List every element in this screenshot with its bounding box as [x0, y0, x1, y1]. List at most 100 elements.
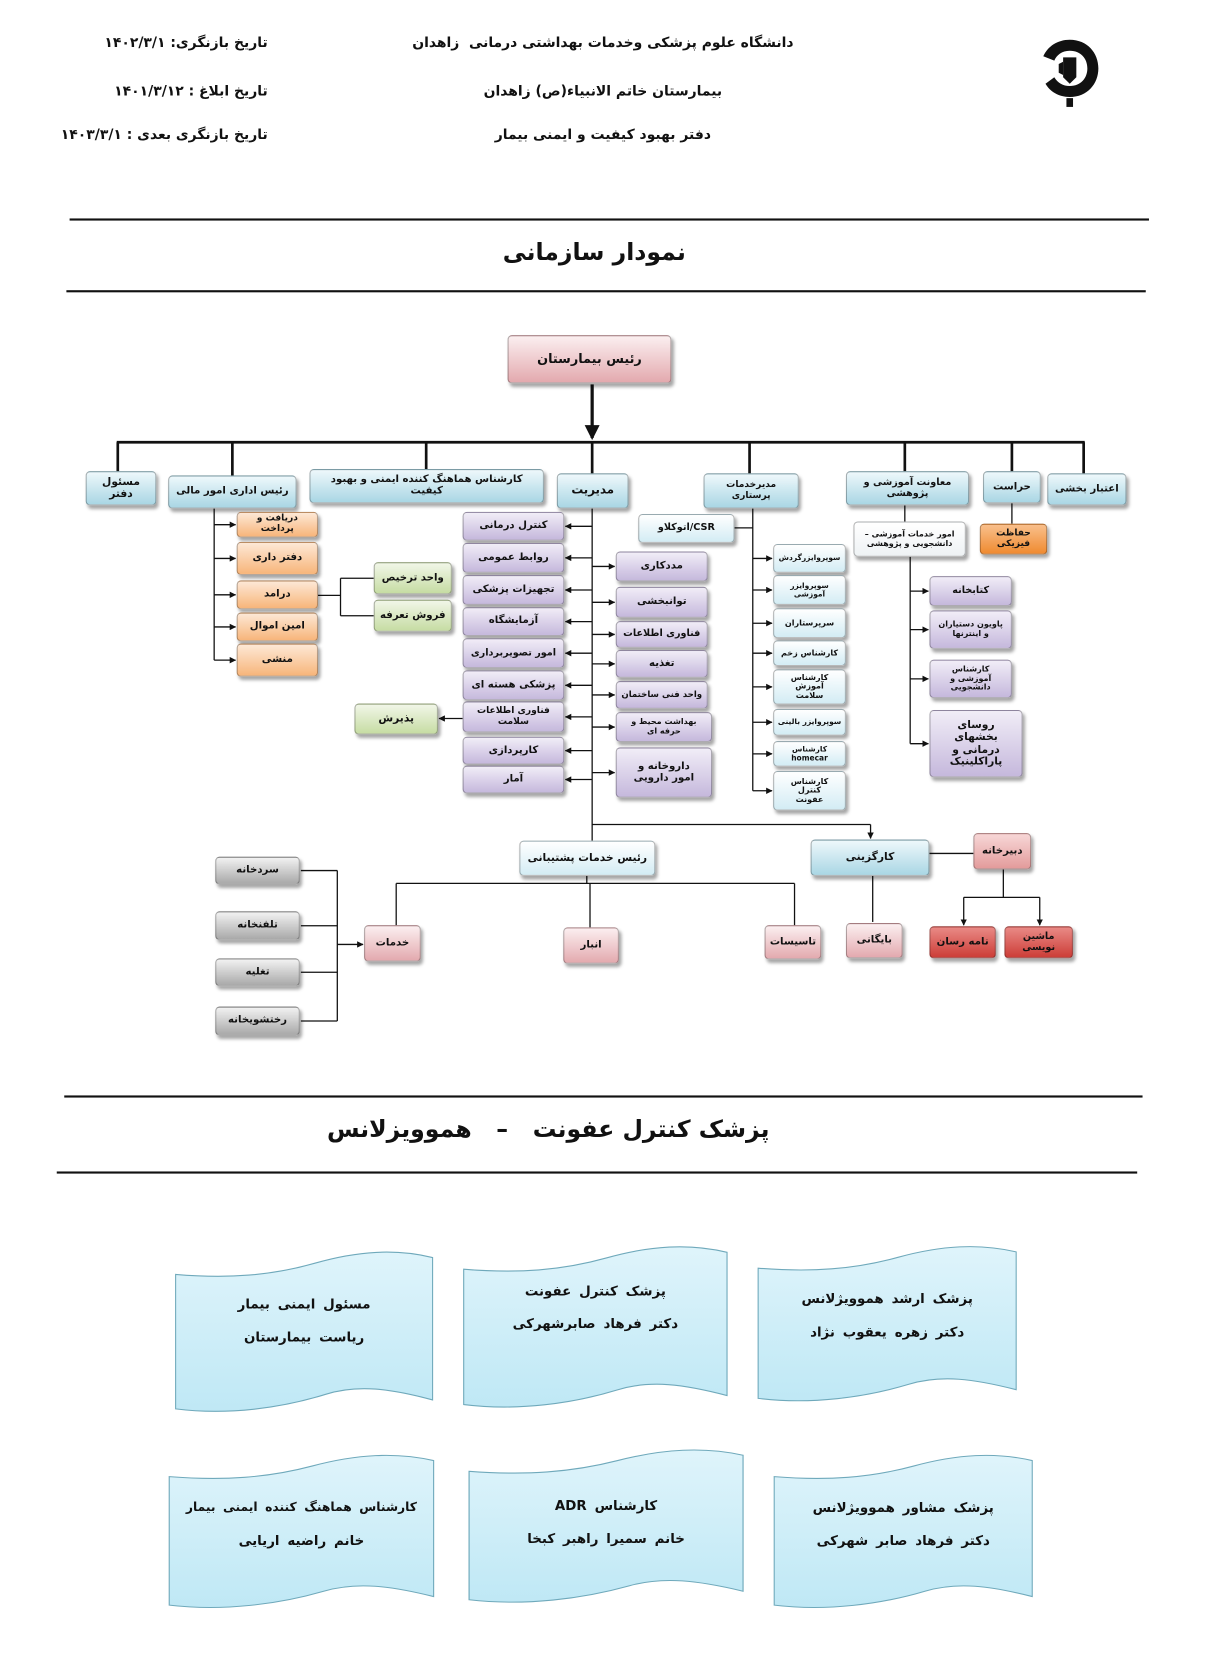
- nursing-unit-box: کارشناس زخم: [773, 640, 846, 667]
- csr-box: CSR/اتوکلاو: [638, 513, 735, 543]
- management-unit-box: بهداشت محیط و حرفه ای: [615, 712, 713, 743]
- personnel-box: کارگزینی: [810, 839, 930, 876]
- card-banner-shape: [757, 1246, 1017, 1402]
- card-role: پزشک مشاور هموویژلانس: [812, 1499, 994, 1516]
- university-logo-icon: [1043, 39, 1099, 107]
- finance-unit-box: دفتر داری: [236, 541, 319, 576]
- support-head-box: رئیس خدمات پشتیبانی: [519, 840, 656, 876]
- card-person: دکتر زهره یعقوب نژاد: [810, 1323, 965, 1340]
- services-unit-box: سردخانه: [215, 856, 300, 885]
- hospital-name: بیمارستان خاتم الانبیاء(ص) زاهدان: [483, 83, 723, 100]
- card-person: ریاست بیمارستان: [243, 1328, 365, 1345]
- card-person: دکتر فرهاد صابر شهرکی: [816, 1532, 990, 1549]
- card-banner-shape: [773, 1454, 1033, 1608]
- support-unit-box: تاسیسات: [764, 925, 822, 960]
- services-unit-box: رختشویخانه: [215, 1006, 300, 1036]
- management-unit-box: واحد فنی ساختمان: [615, 681, 708, 709]
- secretariat-box: دبیرخانه: [973, 833, 1032, 870]
- management-unit-box: فناوری اطلاعات: [615, 621, 708, 648]
- revision-date: تاریخ بازنگری: ۱۴۰۲/۳/۱: [104, 35, 268, 52]
- card-role: کارشناس ADR: [554, 1496, 658, 1514]
- divider: [64, 1095, 1143, 1098]
- finance-unit-box: امین اموال: [236, 612, 319, 642]
- card-role: پزشک ارشد هموویژلانس: [801, 1290, 973, 1307]
- main-bus-connectors: [116, 440, 1085, 476]
- finance-unit-box: منشی: [236, 643, 319, 677]
- support-unit-box: خدمات: [364, 925, 421, 962]
- finance-unit-box: دریافت و پرداخت: [236, 511, 319, 538]
- education-office-box: امور خدمات آموزشی – دانشجویی و پژوهشی: [853, 521, 966, 557]
- finance-head-box: رئیس اداری امور مالی: [168, 475, 297, 509]
- management-unit-box: آزمایشگاه: [462, 607, 565, 637]
- university-name: دانشگاه علوم پزشکی وخدمات بهداشتی درمانی…: [412, 35, 794, 52]
- card-banner-shape: [168, 1454, 435, 1608]
- hemovigilance-card: کارشناس هماهنگ کننده ایمنی بیمار خانم را…: [168, 1451, 435, 1612]
- nursing-director-box: مدیرخدمات پرستاری: [703, 473, 799, 509]
- card-role: مسئول ایمنی بیمار: [237, 1295, 371, 1312]
- management-unit-box: مددکاری: [615, 551, 708, 582]
- typing-box: ماشین نویسی: [1004, 926, 1073, 959]
- archive-box: بایگانی: [845, 923, 903, 959]
- security-box: حراست: [982, 471, 1041, 504]
- income-unit-box: فروش تعرفه: [373, 599, 452, 632]
- management-unit-box: روابط عمومی: [462, 542, 565, 573]
- management-unit-box: تجهیزات پزشکی: [462, 575, 565, 606]
- services-unit-box: تغلیه: [215, 958, 300, 987]
- nursing-unit-box: کارشناس کنترل عفونت: [773, 770, 846, 811]
- card-banner-shape: [463, 1246, 728, 1408]
- nursing-unit-box: کارشناس homecar: [773, 740, 846, 767]
- hospital-head-box: رئیس بیمارستان: [507, 335, 672, 384]
- office-manager-box: مسئول دفتر: [85, 471, 157, 506]
- notification-date: تاریخ ابلاغ : ۱۴۰۱/۳/۱۲: [114, 83, 268, 100]
- physical-security-box: حفاظت فیزیکی: [979, 523, 1048, 555]
- education-unit-box: پاویون دستیاران و اینترنها: [929, 610, 1012, 649]
- education-unit-box: کارشناس آموزشی و دانشجویی: [929, 659, 1012, 699]
- management-unit-box: کنترل درمانی: [462, 511, 565, 541]
- next-revision-date: تاریخ بازنگری بعدی : ۱۴۰۳/۳/۱: [60, 127, 268, 144]
- hemovigilance-card: پزشک مشاور هموویژلانس دکتر فرهاد صابر شه…: [773, 1451, 1033, 1612]
- card-person: خانم راضیه اریایی: [238, 1532, 365, 1549]
- management-unit-box: توانبخشی: [615, 586, 708, 618]
- income-unit-box: واحد ترخیص: [373, 562, 452, 595]
- management-unit-box: آمار: [462, 765, 565, 794]
- nursing-unit-box: سوپروایزر بالینی: [773, 708, 846, 736]
- hemovigilance-card: پزشک ارشد هموویژلانس دکتر زهره یعقوب نژا…: [757, 1242, 1017, 1405]
- finance-unit-box: درامد: [236, 580, 319, 610]
- management-unit-box: تغذیه: [615, 649, 708, 678]
- admission-box: پذیرش: [354, 703, 438, 735]
- quality-coordinator-box: کارشناس هماهنگ کننده ایمنی و بهبود کیفیت: [309, 469, 544, 504]
- divider: [69, 218, 1149, 221]
- divider: [66, 290, 1146, 293]
- card-role: پزشک کنترل عفونت: [524, 1282, 666, 1299]
- management-unit-box: امور تصویربرداری: [462, 638, 565, 669]
- divider: [56, 1171, 1138, 1174]
- hemovigilance-card: مسئول ایمنی بیمار ریاست بیمارستان: [175, 1247, 434, 1415]
- nursing-unit-box: سرپرستاران: [773, 608, 846, 639]
- courier-box: نامه رسان: [929, 926, 996, 959]
- management-unit-box: پزشکی هسته ای: [462, 670, 565, 701]
- services-unit-box: تلفنخانه: [215, 911, 300, 941]
- card-banner-shape: [468, 1449, 744, 1603]
- card-person: دکتر فرهاد صابرشهرکی: [512, 1314, 679, 1332]
- management-unit-box: فناوری اطلاعات سلامت: [462, 701, 565, 733]
- org-chart-title: نمودار سازمانی: [502, 239, 686, 267]
- management-box: مدیریت: [556, 473, 629, 509]
- education-unit-box: کتابخانه: [929, 576, 1012, 607]
- management-unit-box: کارپردازی: [462, 736, 565, 765]
- nursing-unit-box: سوپروایزر آموزشی: [773, 575, 846, 606]
- hemovigilance-card: پزشک کنترل عفونت دکتر فرهاد صابرشهرکی: [463, 1242, 729, 1411]
- education-unit-box: روسای بخشهای درمانی و پاراکلینیک: [929, 709, 1023, 778]
- card-banner-shape: [175, 1251, 434, 1412]
- accreditation-box: اعتبار بخشی: [1047, 473, 1127, 506]
- nursing-unit-box: کارشناس آموزش سلامت: [773, 669, 846, 705]
- nursing-unit-box: سوپروایزرگردش: [773, 543, 846, 573]
- office-name: دفتر بهبود کیفیت و ایمنی بیمار: [494, 127, 711, 144]
- card-person: خانم سمیرا راهبر کبخا: [527, 1530, 685, 1547]
- support-unit-box: انبار: [563, 927, 619, 964]
- hemovigilance-card: کارشناس ADR خانم سمیرا راهبر کبخا: [468, 1446, 744, 1607]
- card-role: کارشناس هماهنگ کننده ایمنی بیمار: [185, 1499, 417, 1515]
- hemovigilance-title: پزشک کنترل عفونت – هموویزلانس: [326, 1116, 770, 1144]
- management-unit-box: داروخانه و امور دارویی: [615, 747, 713, 798]
